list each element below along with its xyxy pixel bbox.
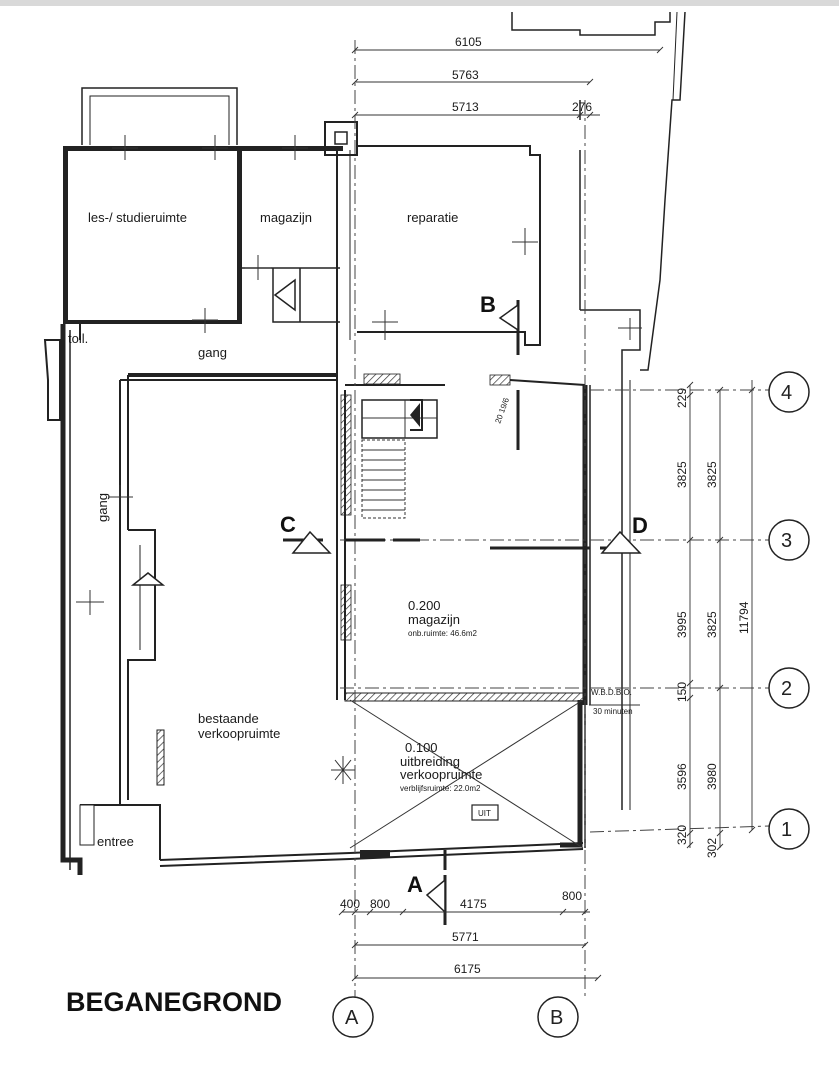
- room-reparatie: reparatie: [407, 210, 458, 225]
- dim-bottom-800: 800: [370, 897, 390, 911]
- dim-top-5713: 5713: [452, 100, 479, 114]
- dim-right-150: 150: [675, 682, 689, 702]
- dimensions-right: [686, 380, 756, 851]
- dim-right-302: 302: [705, 838, 719, 858]
- exit-sign-box: [471, 804, 499, 821]
- magazijn-name: magazijn: [408, 612, 460, 627]
- room-gang-left: gang: [95, 493, 110, 522]
- magazijn-area: onb.ruimte: 46.6m2: [408, 629, 477, 638]
- top-strip: [0, 0, 839, 6]
- dim-bottom-6175: 6175: [454, 962, 481, 976]
- section-d-arrow: [600, 530, 642, 554]
- section-label-c: C: [280, 512, 296, 537]
- uitbreiding-name: uitbreiding: [400, 754, 460, 769]
- exit-sign: UIT: [478, 809, 491, 818]
- room-markers: [76, 135, 642, 615]
- stair-annotation: 20 19/6: [493, 396, 511, 425]
- room-entree: entree: [97, 834, 134, 849]
- grid-label-1: 1: [781, 819, 792, 841]
- dim-bottom-4175: 4175: [460, 897, 487, 911]
- section-label-d: D: [632, 513, 648, 538]
- room-verkoopruimte: verkoopruimte: [198, 726, 280, 741]
- uitbreiding-area: verblijfsruimte: 22.0m2: [400, 784, 481, 793]
- room-magazijn: magazijn: [260, 210, 312, 225]
- room-gang-top: gang: [198, 345, 227, 360]
- section-label-b: B: [480, 292, 496, 317]
- grid-label-b: B: [550, 1007, 563, 1029]
- dim-right-11794: 11794: [737, 601, 751, 634]
- dim-right-229: 229: [675, 388, 689, 408]
- grid-lines: [340, 40, 771, 1000]
- room-toilet: toil.: [68, 331, 88, 346]
- wbdbo-label: W.B.D.B.O.: [591, 688, 632, 697]
- dim-right-3825-b: 3825: [705, 461, 719, 488]
- uitbreiding-code: 0.100: [405, 740, 438, 755]
- wbdbo-time: 30 minuten: [593, 707, 633, 716]
- grid-label-2: 2: [781, 678, 792, 700]
- dim-right-3995: 3995: [675, 611, 689, 638]
- dim-bottom-800-right: 800: [562, 889, 582, 903]
- section-c-arrow: [291, 530, 332, 554]
- plan-title: BEGANEGROND: [66, 987, 282, 1017]
- dim-right-3825-c: 3825: [705, 611, 719, 638]
- dim-right-3825-a: 3825: [675, 461, 689, 488]
- void-cross: [349, 699, 584, 849]
- dim-top-276: 276: [572, 100, 592, 114]
- grid-label-a: A: [345, 1007, 359, 1029]
- dimensions-top: [351, 46, 664, 119]
- room-bestaande: bestaande: [198, 711, 259, 726]
- dim-top-6105: 6105: [455, 35, 482, 49]
- grid-label-3: 3: [781, 530, 792, 552]
- section-b-arrow: [498, 303, 519, 332]
- dim-right-3596: 3596: [675, 763, 689, 790]
- walls: [43, 11, 686, 875]
- stair-up-arrow: [273, 278, 296, 312]
- stair-arrow-left: [130, 572, 166, 586]
- section-a-arrow: [425, 878, 446, 914]
- dim-bottom-400: 400: [340, 897, 360, 911]
- room-les-studieruimte: les-/ studieruimte: [88, 210, 187, 225]
- section-label-a: A: [407, 872, 423, 897]
- asterisk-marker: [331, 756, 355, 784]
- uitbreiding-name-2: verkoopruimte: [400, 767, 482, 782]
- magazijn-code: 0.200: [408, 598, 441, 613]
- grid-label-4: 4: [781, 382, 792, 404]
- dim-bottom-5771: 5771: [452, 930, 479, 944]
- dim-top-5763: 5763: [452, 68, 479, 82]
- dim-right-320: 320: [675, 825, 689, 845]
- dimensions-bottom: [338, 908, 602, 982]
- dim-right-3980: 3980: [705, 763, 719, 790]
- grid-bubbles: [332, 371, 810, 1038]
